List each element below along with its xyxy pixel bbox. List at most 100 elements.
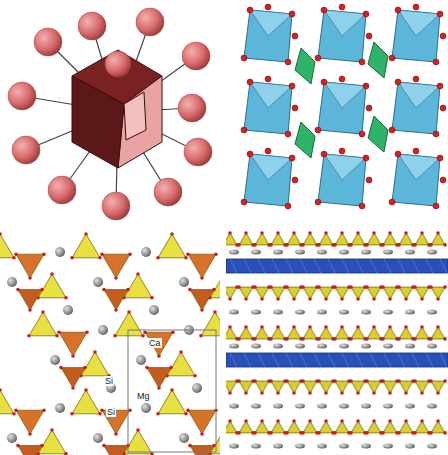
atom-sphere <box>182 42 210 70</box>
oxygen-atom <box>127 310 131 314</box>
interlayer-atom <box>273 404 283 409</box>
oxygen-atom <box>349 379 353 383</box>
oxygen-atom <box>50 428 54 432</box>
band-edge <box>286 259 293 273</box>
oxygen-atom <box>440 105 446 111</box>
oxygen-atom <box>372 297 376 301</box>
oxygen-atom <box>171 330 175 334</box>
oxygen-atom <box>437 155 443 161</box>
oxygen-atom <box>420 231 424 235</box>
octahedron <box>318 10 366 62</box>
band-edge <box>272 353 279 367</box>
oxygen-atom <box>228 419 232 423</box>
oxygen-atom <box>28 308 32 312</box>
octahedral-band <box>226 259 448 273</box>
ca-atom <box>63 305 73 315</box>
oxygen-atom <box>413 285 417 289</box>
interlayer-atom <box>405 250 415 255</box>
oxygen-atom <box>317 379 321 383</box>
oxygen-atom <box>241 55 247 61</box>
oxygen-atom <box>244 231 248 235</box>
octahedron <box>318 154 366 206</box>
oxygen-atom <box>413 431 417 435</box>
si-tetrahedron <box>81 352 109 376</box>
oxygen-atom <box>114 432 118 436</box>
oxygen-atom <box>333 285 337 289</box>
si-tetrahedron <box>115 312 143 336</box>
oxygen-atom <box>389 55 395 61</box>
oxygen-atom <box>340 231 344 235</box>
oxygen-atom <box>179 350 183 354</box>
oxygen-atom <box>372 231 376 235</box>
interlayer-atom <box>383 404 393 409</box>
interlayer-atom <box>383 310 393 315</box>
oxygen-atom <box>100 408 104 412</box>
band-edge <box>440 353 447 367</box>
oxygen-atom <box>156 412 160 416</box>
oxygen-atom <box>83 366 87 370</box>
band-edge <box>314 353 321 367</box>
mg-octahedron <box>104 290 128 310</box>
interlayer-atom <box>405 444 415 449</box>
octahedron <box>392 154 440 206</box>
oxygen-atom <box>301 285 305 289</box>
oxygen-atom <box>404 231 408 235</box>
oxygen-atom <box>285 203 291 209</box>
oxygen-atom <box>372 419 376 423</box>
interlayer-atom <box>317 444 327 449</box>
oxygen-atom <box>247 151 253 157</box>
oxygen-atom <box>276 325 280 329</box>
interlayer-atom <box>339 444 349 449</box>
polyhedron-panel <box>8 8 212 220</box>
oxygen-atom <box>333 431 337 435</box>
oxygen-atom <box>359 203 365 209</box>
green-polyhedron <box>295 48 315 84</box>
oxygen-atom <box>40 288 44 292</box>
oxygen-atom <box>340 391 344 395</box>
oxygen-atom <box>188 444 192 448</box>
oxygen-atom <box>64 452 68 455</box>
interlayer-atom <box>251 444 261 449</box>
octahedron-face <box>250 82 292 108</box>
oxygen-atom <box>253 379 257 383</box>
ca-atom <box>98 325 108 335</box>
oxygen-atom <box>436 419 440 423</box>
oxygen-atom <box>244 419 248 423</box>
oxygen-atom <box>308 419 312 423</box>
oxygen-atom <box>28 276 32 280</box>
oxygen-atom <box>228 391 232 395</box>
oxygen-atom <box>339 76 345 82</box>
interlayer-atom <box>427 404 437 409</box>
oxygen-atom <box>359 131 365 137</box>
atom-sphere <box>12 136 40 164</box>
oxygen-atom <box>186 408 190 412</box>
band-edge <box>328 259 335 273</box>
oxygen-atom <box>429 243 433 247</box>
band-edge <box>258 259 265 273</box>
mg-octahedron <box>16 254 44 278</box>
band-edge <box>384 353 391 367</box>
mg-octahedron <box>145 332 173 356</box>
oxygen-atom <box>253 285 257 289</box>
oxygen-atom <box>276 297 280 301</box>
oxygen-atom <box>64 296 68 300</box>
oxygen-atom <box>436 325 440 329</box>
si-tetrahedron <box>72 234 100 258</box>
oxygen-atom <box>324 325 328 329</box>
oxygen-atom <box>265 76 271 82</box>
si-tetrahedron <box>38 430 66 454</box>
oxygen-atom <box>84 388 88 392</box>
band-edge <box>370 259 377 273</box>
mg-octahedron <box>18 290 42 310</box>
oxygen-atom <box>113 334 117 338</box>
ca-atom <box>141 403 151 413</box>
mg-octahedron <box>16 410 44 434</box>
oxygen-atom <box>50 272 54 276</box>
si-tetrahedron <box>38 274 66 298</box>
oxygen-atom <box>228 231 232 235</box>
oxygen-atom <box>433 131 439 137</box>
oxygen-atom <box>397 379 401 383</box>
interlayer-atom <box>251 310 261 315</box>
mg-octahedron <box>104 446 128 455</box>
